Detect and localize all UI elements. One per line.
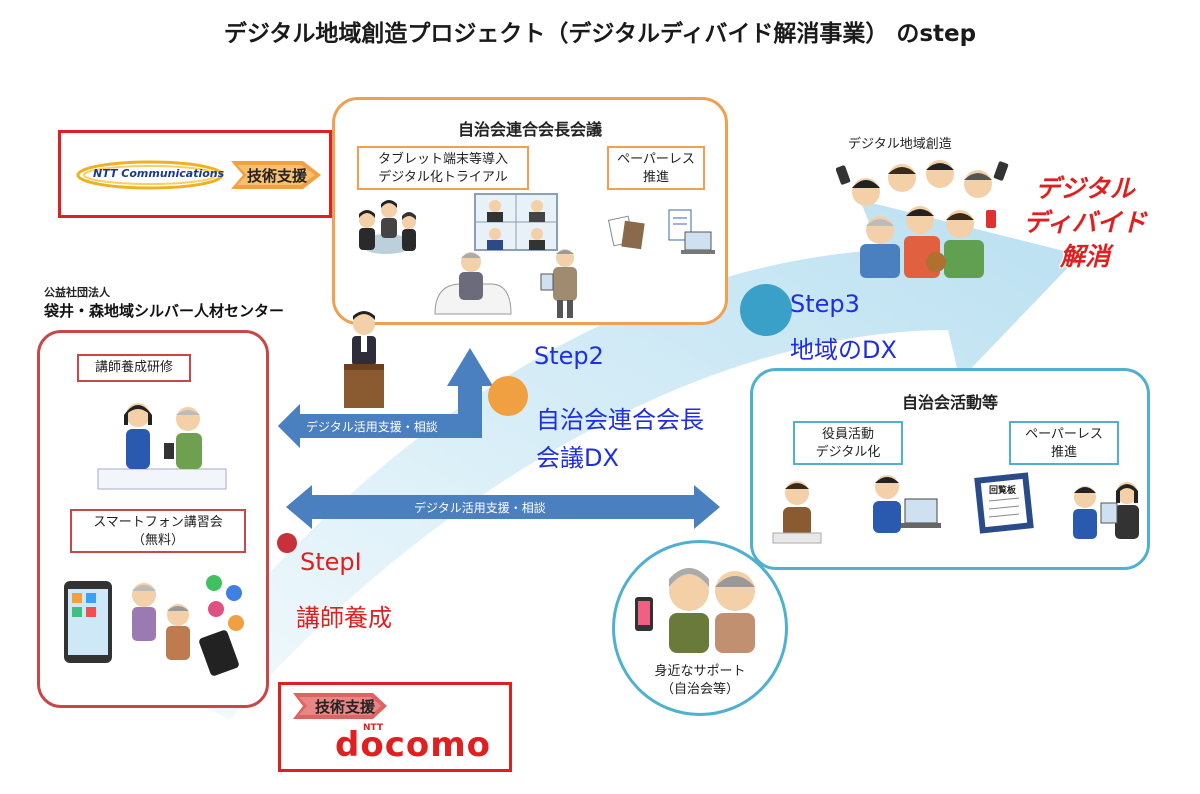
council-meeting-box: 自治会連合会長会議 タブレット端末等導入 デジタル化トライアル ペーパーレス 推… (332, 97, 728, 325)
ntt-communications-logo: NTT Communications (75, 159, 225, 191)
presenter-podium-illustration (340, 308, 388, 408)
docomo-logo-text: docomo (335, 725, 491, 765)
elderly-tablet-illustration (431, 244, 611, 320)
growth-swoosh-arrow (170, 200, 1080, 720)
ntt-technical-support-label: 技術支援 (246, 167, 307, 185)
step3-title: Step3 (790, 290, 860, 318)
step3-marker (740, 284, 792, 336)
paperless-discussion-illustration (1069, 475, 1145, 543)
upper-support-arrow (278, 348, 493, 448)
neighborhood-activity-box: 自治会活動等 役員活動 デジタル化 ペーパーレス 推進 回覧板 (750, 368, 1150, 570)
circular-board-label: 回覧板 (989, 486, 1017, 496)
digital-community-label: デジタル地域創造 (848, 137, 952, 152)
nearby-support-line1: 身近なサポート (654, 664, 746, 679)
meeting-people-illustration (349, 196, 423, 270)
lower-arrow-label: デジタル活用支援・相談 (414, 501, 546, 515)
circular-board-illustration: 回覧板 (971, 471, 1037, 535)
laptop-user-illustration (861, 469, 941, 543)
digital-divide-resolution: デジタル ディバイド 解消 (1010, 172, 1160, 274)
ntt-communications-box: NTT Communications 技術支援 (58, 130, 332, 218)
nearby-support-label: 身近なサポート （自治会等） (615, 663, 785, 699)
video-conference-illustration (473, 192, 559, 260)
tablet-trial-label: タブレット端末等導入 デジタル化トライアル (357, 146, 529, 190)
ntt-communications-logo-text: NTT Communications (93, 167, 225, 180)
step1-marker (277, 533, 297, 553)
step2-text-line2: 会議DX (536, 444, 619, 472)
docomo-ntt-text: NTT (363, 723, 384, 733)
instructor-training-label: 講師養成研修 (77, 354, 191, 382)
crowd-with-phones-illustration (835, 152, 1012, 284)
page-title: デジタル地域創造プロジェクト（デジタルディバイド解消事業） のstep (223, 21, 977, 47)
docomo-technical-support-badge: 技術支援 (293, 691, 389, 721)
nearby-support-line2: （自治会等） (660, 682, 739, 697)
activity-box-title: 自治会活動等 (901, 393, 998, 412)
activity-paperless-label: ペーパーレス 推進 (1009, 421, 1119, 465)
step2-title: Step2 (534, 342, 604, 370)
organization-name: 袋井・森地域シルバー人材センター (44, 302, 285, 320)
docomo-box: 技術支援 NTT docomo (278, 682, 512, 772)
training-session-illustration (92, 385, 232, 491)
step3-text: 地域のDX (790, 336, 897, 364)
divide-line1: デジタル (1035, 174, 1135, 203)
smartphone-course-illustration (54, 567, 250, 677)
officer-illustration (769, 475, 825, 545)
divide-line2: ディバイド (1023, 208, 1147, 237)
officer-digitization-label: 役員活動 デジタル化 (793, 421, 903, 465)
elderly-couple-illustration (633, 557, 773, 657)
smartphone-course-label: スマートフォン講習会 （無料） (70, 509, 246, 553)
nearby-support-circle: 身近なサポート （自治会等） (612, 540, 788, 716)
council-meeting-title: 自治会連合会長会議 (457, 120, 602, 139)
ntt-technical-support-badge: 技術支援 (231, 157, 323, 193)
step2-text-line1: 自治会連合会長 (536, 406, 704, 434)
upper-arrow-label: デジタル活用支援・相談 (306, 420, 438, 434)
divide-line3: 解消 (1059, 242, 1110, 271)
step2-marker (488, 376, 528, 416)
step1-title: StepⅠ (300, 548, 362, 576)
organization-type: 公益社団法人 (44, 286, 110, 299)
step1-text: 講師養成 (296, 604, 392, 632)
council-paperless-label: ペーパーレス 推進 (607, 146, 705, 190)
docomo-technical-support-label: 技術支援 (315, 698, 376, 716)
lower-support-arrow (286, 485, 720, 529)
paperless-illustration (607, 204, 717, 260)
instructor-training-box: 講師養成研修 スマートフォン講習会 （無料） (37, 330, 269, 708)
